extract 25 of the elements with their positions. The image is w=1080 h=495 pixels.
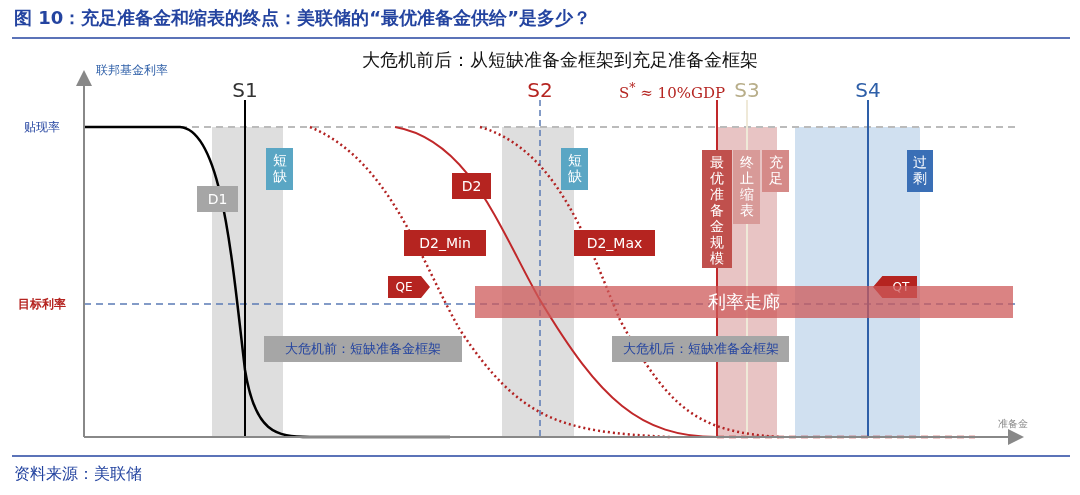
curve-tag: D2_Min bbox=[404, 230, 486, 256]
curve-tag: D2 bbox=[452, 173, 491, 199]
supply-label: S1 bbox=[232, 78, 258, 102]
curve-tag: D1 bbox=[197, 186, 238, 212]
supply-label: S2 bbox=[527, 78, 553, 102]
figure-title: 图 10：充足准备金和缩表的终点：美联储的“最优准备金供给”是多少？ bbox=[14, 6, 591, 30]
axis-tick-label: 贴现率 bbox=[24, 119, 60, 136]
zone-tag: 过剩 bbox=[907, 150, 933, 192]
zone-tag: 短缺 bbox=[561, 148, 588, 190]
zone-tag: 短缺 bbox=[266, 148, 293, 190]
supply-label: S$^{*}$ ≈ 10%GDP bbox=[618, 80, 726, 102]
chart-subtitle: 大危机前后：从短缺准备金框架到充足准备金框架 bbox=[362, 48, 758, 72]
axis-title: 准备金 bbox=[998, 417, 1028, 431]
supply-label: S4 bbox=[855, 78, 881, 102]
axis-title: 联邦基金利率 bbox=[96, 62, 168, 79]
zone-tag: 充足 bbox=[762, 150, 789, 192]
framework-tag: 大危机后：短缺准备金框架 bbox=[612, 336, 789, 362]
axis-tick-label: 目标利率 bbox=[18, 296, 66, 313]
curve-tag: D2_Max bbox=[574, 230, 655, 256]
arrow-tag: QE bbox=[388, 276, 430, 298]
source-note: 资料来源：美联储 bbox=[14, 464, 142, 485]
framework-tag: 大危机前：短缺准备金框架 bbox=[264, 336, 462, 362]
zone-tag: 终止缩表 bbox=[733, 150, 760, 224]
supply-label: S3 bbox=[734, 78, 760, 102]
zone-tag: 最优准备金规模 bbox=[702, 150, 732, 268]
